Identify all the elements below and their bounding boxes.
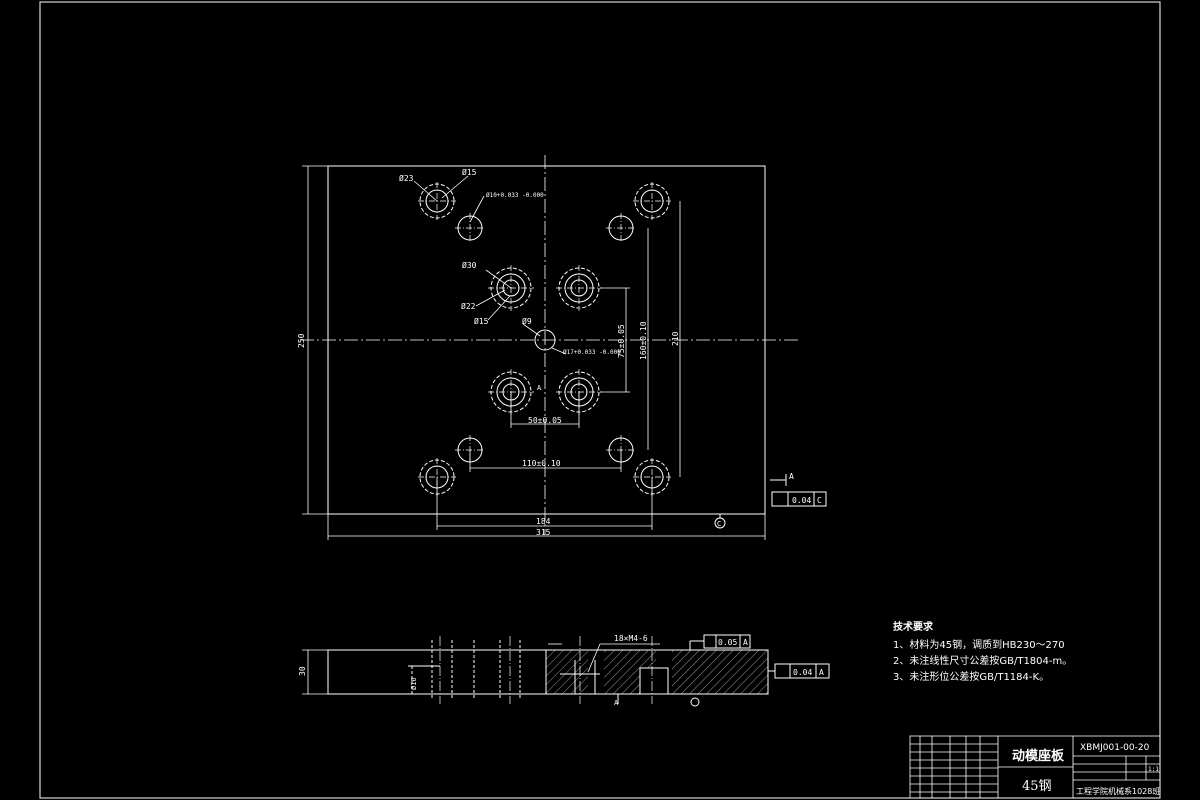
dim-d15-mid: Ø15 — [474, 316, 489, 326]
section-dim-30: 30 — [298, 666, 307, 676]
section-datum-a: A — [614, 699, 619, 707]
technical-requirements: 技术要求 1、材料为45钢，调质到HB230～270 2、未注线性尺寸公差按GB… — [893, 620, 1072, 683]
section-view — [302, 634, 830, 707]
dimension-lines — [302, 165, 766, 540]
tech-req-item-3: 3、未注形位公差按GB/T1184-K。 — [893, 670, 1049, 683]
dim-160: 160±0.10 — [639, 321, 648, 360]
section-perp-datum: A — [819, 668, 824, 677]
dim-210: 210 — [671, 331, 680, 346]
material: 45钢 — [1022, 779, 1052, 794]
center-hole — [534, 329, 556, 351]
dim-d10-tol: Ø10+0.033 -0.000 — [486, 192, 544, 199]
dim-d22: Ø22 — [461, 301, 476, 311]
tech-req-title: 技术要求 — [893, 620, 934, 633]
dim-250: 250 — [297, 333, 306, 348]
hole-pin-top-left — [455, 213, 485, 243]
section-parallel-datum: A — [743, 638, 748, 647]
dim-d23: Ø23 — [399, 173, 414, 183]
datum-a-inner: A — [537, 384, 542, 392]
plan-tol-datum: C — [817, 496, 822, 505]
dim-50: 50±0.05 — [528, 416, 562, 425]
drawing-number: XBMJ001-00-20 — [1080, 743, 1150, 753]
plan-tolerance-frame — [771, 491, 827, 507]
dim-d15-top: Ø15 — [462, 167, 477, 177]
section-hatched-left — [546, 650, 588, 694]
tech-req-item-2: 2、未注线性尺寸公差按GB/T1804-m。 — [893, 654, 1072, 667]
datum-a-plan: A — [789, 472, 794, 481]
dim-d30: Ø30 — [462, 260, 477, 270]
organization: 工程学院机械系1028班 — [1076, 786, 1160, 796]
scale: 1:1 — [1148, 766, 1159, 773]
section-perp-value: 0.04 — [793, 668, 812, 677]
plan-tol-value: 0.04 — [792, 496, 811, 505]
title-block-texts: 动模座板 45钢 XBMJ001-00-20 1:1 工程学院机械系1028班 — [1012, 743, 1160, 796]
section-texts: 30 Ø16 18×M4-6 0.05 A 0.04 A A — [298, 634, 824, 707]
hole-pin-top-right — [606, 213, 636, 243]
plan-dimension-texts: Ø23 Ø15 Ø10+0.033 -0.000 Ø30 Ø22 Ø15 Ø9 … — [297, 167, 822, 537]
section-hatched-right — [672, 650, 768, 694]
section-dim-d16: Ø16 — [410, 677, 418, 690]
hole-top-right — [633, 182, 671, 220]
section-parallel-value: 0.05 — [718, 638, 737, 647]
counterbore-top-right — [556, 265, 602, 311]
datum-c-label: C — [717, 520, 721, 528]
title-block — [909, 735, 1161, 799]
dim-d17-tol: Ø17+0.033 -0.000 — [563, 349, 621, 356]
plan-view — [300, 155, 827, 540]
section-thread-note: 18×M4-6 — [614, 634, 648, 643]
dim-184: 184 — [536, 517, 551, 526]
tech-req-item-1: 1、材料为45钢，调质到HB230～270 — [893, 638, 1065, 651]
dim-315: 315 — [536, 528, 551, 537]
dim-75: 75±0.05 — [617, 324, 626, 358]
part-name: 动模座板 — [1012, 748, 1065, 764]
drawing-frame — [39, 1, 1161, 799]
dim-d9: Ø9 — [522, 316, 532, 326]
dim-110: 110±0.10 — [522, 459, 561, 468]
